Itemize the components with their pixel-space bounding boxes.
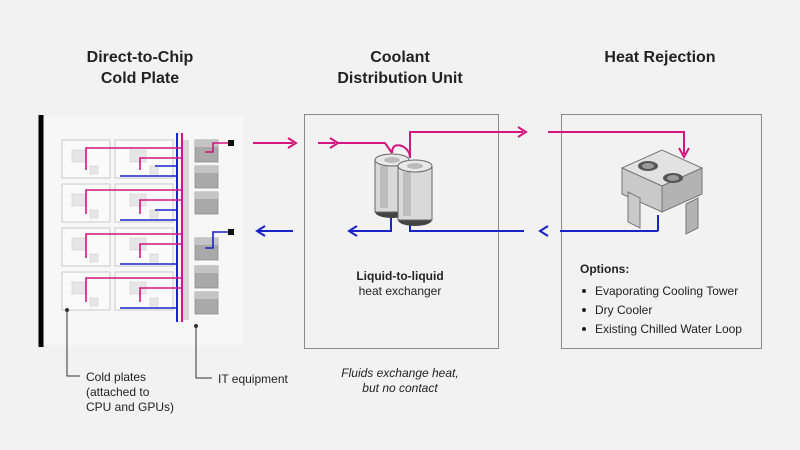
cold-branch-lines	[120, 165, 177, 309]
cold-plates-callout-line1: Cold plates	[86, 370, 147, 384]
cdu-title-line2: Distribution Unit	[337, 70, 463, 87]
hot-supply-arrow	[253, 137, 340, 149]
callout-lines	[66, 310, 212, 379]
it-equipment-callout-dot	[194, 324, 198, 328]
cold-inlet-connector	[228, 229, 234, 235]
cold-plate-title: Direct-to-Chip Cold Plate	[60, 47, 220, 89]
hot-return-line	[338, 126, 690, 160]
options-title: Options:	[580, 262, 630, 276]
hot-outlet-connector	[228, 140, 234, 146]
cdu-hot-loop	[391, 144, 411, 159]
option-label: Evaporating Cooling Tower	[595, 283, 739, 298]
hot-branch-lines	[85, 147, 182, 302]
cdu-label: Liquid-to-liquid heat exchanger	[330, 269, 470, 299]
heat-exchanger-cylinders	[374, 153, 433, 226]
list-item: Evaporating Cooling Tower	[580, 281, 742, 300]
cold-plates-callout-line3: CPU and GPUs)	[86, 400, 175, 414]
chip-details	[71, 149, 159, 307]
cdu-title: Coolant Distribution Unit	[310, 47, 490, 89]
list-item: Existing Chilled Water Loop	[580, 319, 742, 338]
list-item: Dry Cooler	[580, 300, 742, 319]
it-equipment-highlights	[195, 140, 218, 299]
bullet-icon	[582, 307, 586, 312]
cold-plate-callout-dot	[65, 308, 69, 312]
heat-rejection-title-text: Heat Rejection	[604, 49, 716, 66]
cdu-label-normal: heat exchanger	[358, 284, 442, 298]
cold-plate-title-line1: Direct-to-Chip	[86, 49, 194, 66]
heat-rejection-title: Heat Rejection	[570, 47, 750, 68]
manifolds	[176, 133, 189, 322]
option-label: Existing Chilled Water Loop	[595, 321, 742, 336]
hot-outlet-pipe	[205, 142, 231, 153]
cold-plates-callout: Cold plates (attached to CPU and GPUs)	[86, 370, 174, 415]
it-equipment-callout: IT equipment	[218, 372, 288, 386]
fluids-note-line2: but no contact	[362, 381, 438, 395]
bullet-icon	[582, 326, 586, 331]
options-list: Options: Evaporating Cooling Tower Dry C…	[580, 262, 742, 338]
fluids-note-line1: Fluids exchange heat,	[341, 366, 459, 380]
cooling-tower-icon	[620, 149, 704, 235]
bullet-icon	[582, 288, 586, 293]
cold-inlet-pipe	[205, 231, 231, 249]
option-label: Dry Cooler	[595, 302, 653, 317]
cold-plates-callout-line2: (attached to	[86, 385, 150, 399]
cold-return-line	[255, 215, 659, 237]
fluids-note: Fluids exchange heat, but no contact	[320, 366, 480, 396]
cold-plate-title-line2: Cold Plate	[100, 70, 180, 87]
cdu-label-bold: Liquid-to-liquid	[356, 269, 444, 283]
cdu-title-line1: Coolant	[370, 49, 430, 66]
